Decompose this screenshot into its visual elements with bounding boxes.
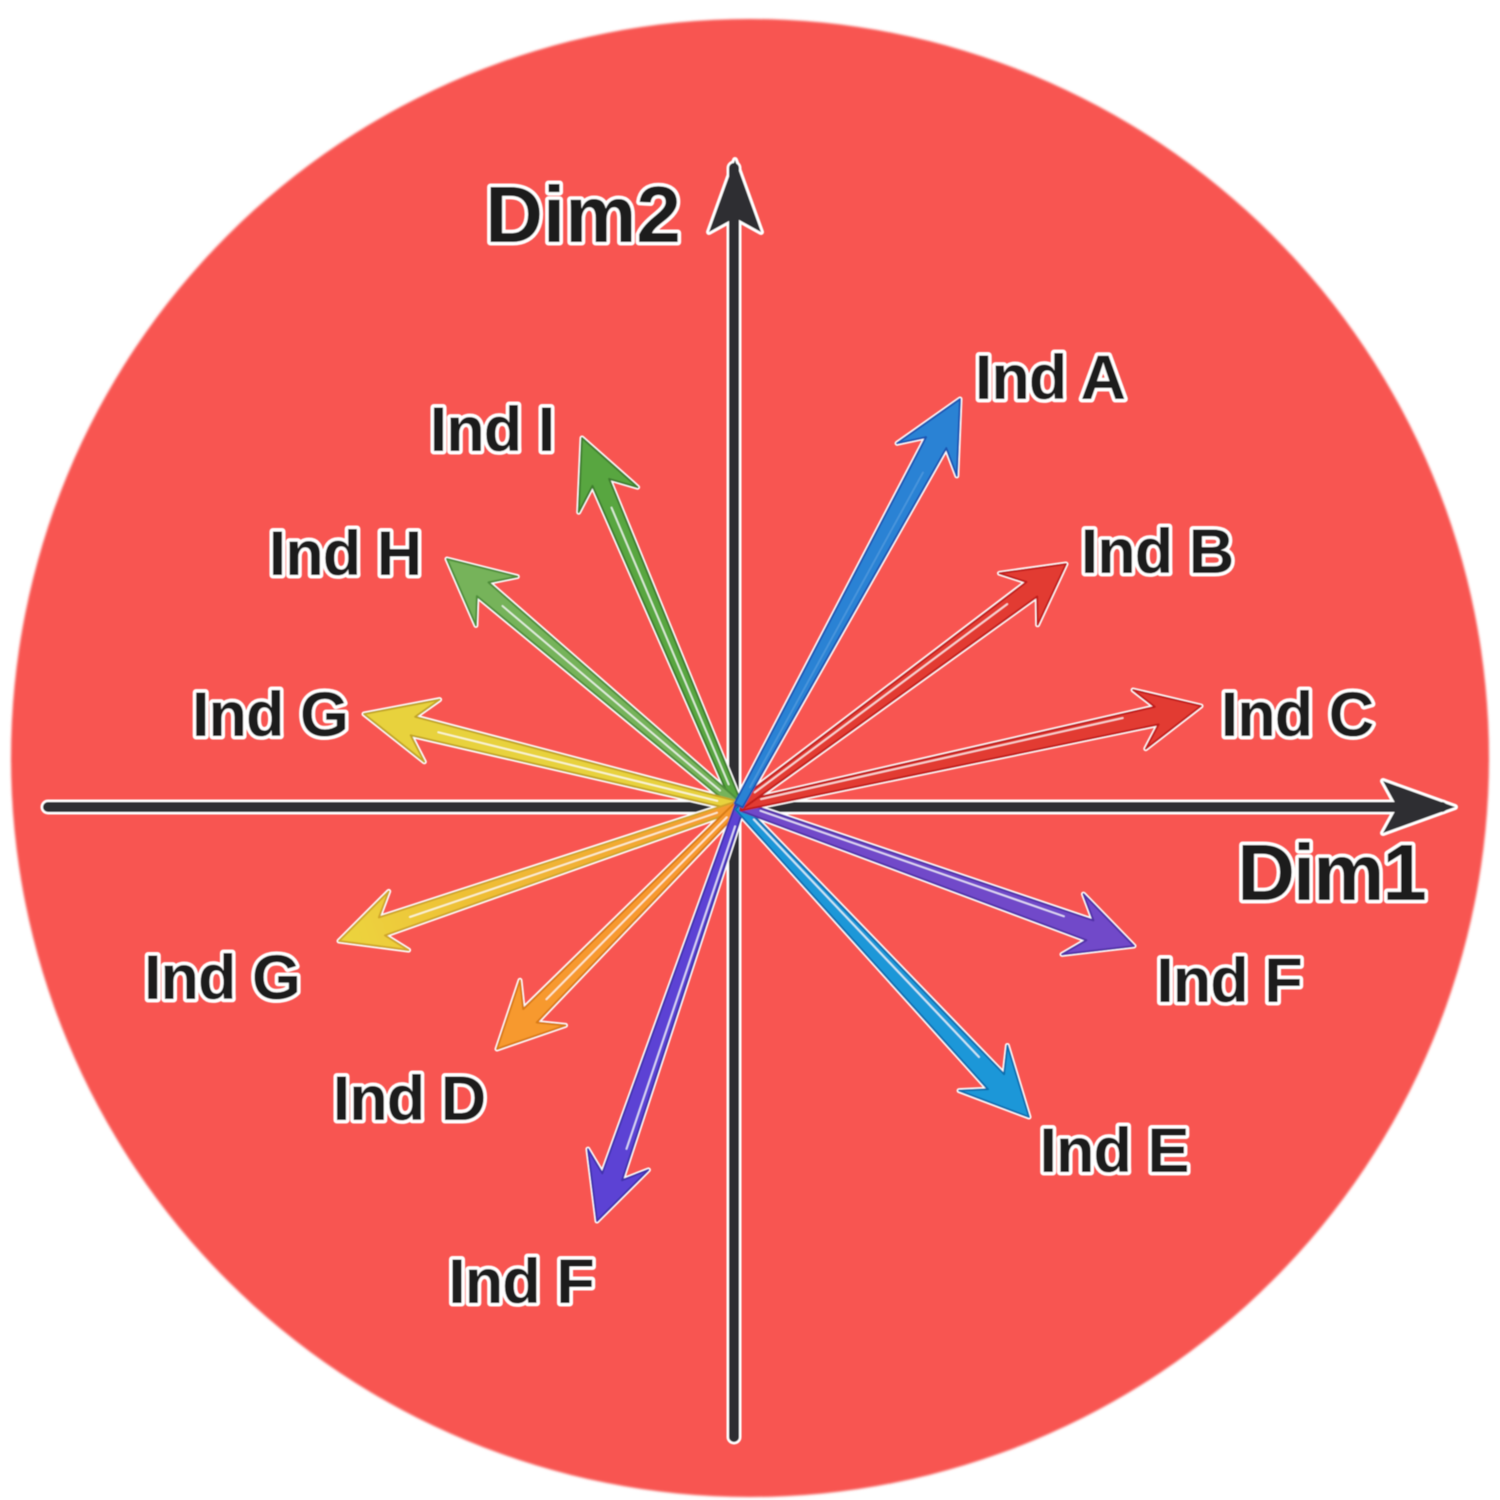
svg-text:Ind G: Ind G: [144, 943, 300, 1013]
svg-text:Ind E: Ind E: [1040, 1116, 1189, 1186]
svg-text:Ind A: Ind A: [975, 343, 1125, 413]
svg-text:Ind H: Ind H: [269, 519, 421, 589]
svg-text:Ind D: Ind D: [333, 1064, 485, 1134]
svg-text:Dim2: Dim2: [485, 170, 681, 259]
svg-text:Ind F: Ind F: [1156, 946, 1301, 1016]
svg-text:Ind I: Ind I: [430, 395, 554, 465]
svg-text:Dim1: Dim1: [1237, 828, 1425, 917]
svg-text:Ind C: Ind C: [1221, 680, 1373, 750]
svg-text:Ind F: Ind F: [448, 1247, 593, 1317]
svg-text:Ind B: Ind B: [1081, 517, 1233, 587]
svg-text:Ind G: Ind G: [192, 680, 348, 750]
